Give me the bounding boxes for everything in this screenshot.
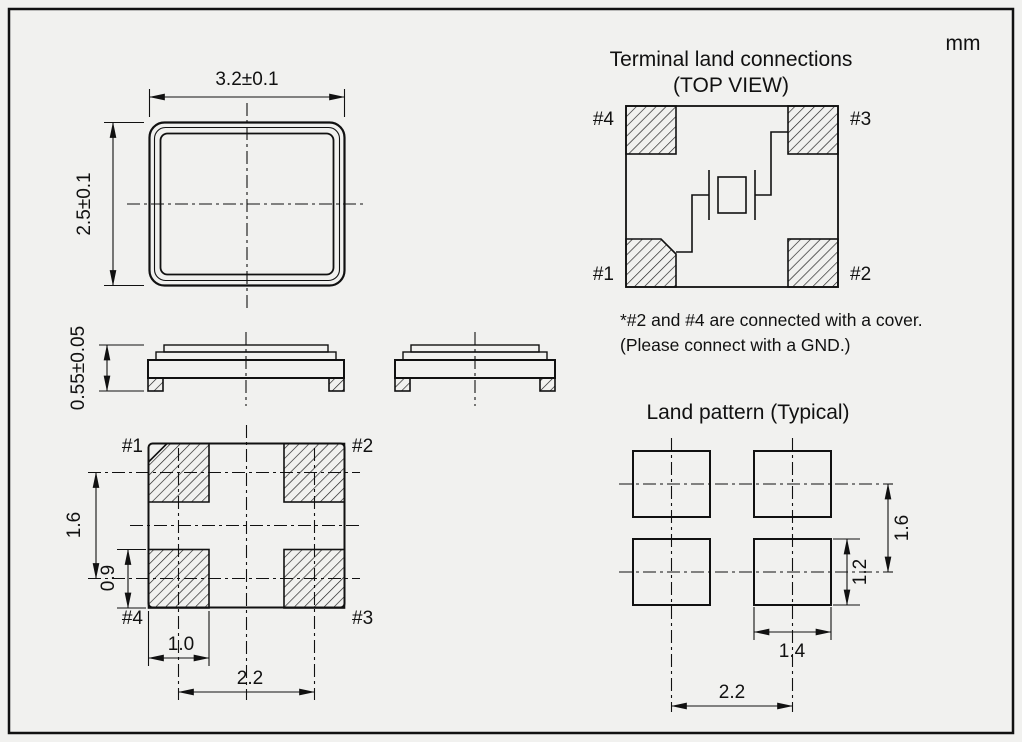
terminal-land-connections: Terminal land connections (TOP VIEW) #4 … <box>593 48 923 355</box>
dim-label-row-pitch: 1.6 <box>892 515 913 541</box>
package-outline-top <box>625 105 839 288</box>
dim-label-pad-width: 1.4 <box>779 641 806 662</box>
package-side-view-end <box>394 332 556 406</box>
crystal-body <box>717 176 747 214</box>
pin-label-2: #2 <box>352 436 373 457</box>
drawing-border <box>7 7 1015 735</box>
side-view-thickness-dim: 0.55±0.05 <box>68 326 144 410</box>
dim-label-thickness: 0.55±0.05 <box>68 326 89 410</box>
package-bottom-view: #1 #2 #4 #3 1.6 0.9 1.0 2.2 <box>64 425 373 700</box>
section-title: Land pattern (Typical) <box>646 401 849 424</box>
cover-note-line1: *#2 and #4 are connected with a cover. <box>620 310 923 330</box>
pin-label-1: #1 <box>593 264 614 285</box>
dim-label-col-pitch: 2.2 <box>719 682 745 703</box>
side-terminal-right <box>328 377 345 392</box>
pin-label-1: #1 <box>122 436 143 457</box>
side-terminal-right <box>539 377 556 392</box>
dim-label-col-pitch: 2.2 <box>237 668 263 689</box>
land-pattern: Land pattern (Typical) 1.6 1.2 1.4 2.2 <box>619 401 913 712</box>
dim-label-pad-width: 1.0 <box>168 634 194 655</box>
cover-note-line2: (Please connect with a GND.) <box>620 335 851 355</box>
section-title: Terminal land connections <box>610 48 853 71</box>
land-1 <box>625 238 677 288</box>
land-2 <box>787 238 839 288</box>
section-subtitle: (TOP VIEW) <box>673 74 789 97</box>
dim-label-height: 2.5±0.1 <box>74 172 95 235</box>
package-top-view: 3.2±0.1 2.5±0.1 <box>74 69 367 309</box>
unit-label: mm <box>946 32 981 55</box>
wire-to-pin3 <box>755 131 788 196</box>
pin-label-3: #3 <box>850 109 871 130</box>
wire-to-pin1 <box>676 194 709 253</box>
pin-label-4: #4 <box>122 608 144 629</box>
dim-label-pad-height: 1.2 <box>850 559 871 585</box>
land-4 <box>625 105 677 155</box>
crystal-symbol <box>676 131 788 253</box>
dim-label-pad-height: 0.9 <box>98 565 119 591</box>
side-terminal-left <box>147 377 164 392</box>
pin-label-2: #2 <box>850 264 871 285</box>
pin-label-4: #4 <box>593 109 615 130</box>
dim-label-width: 3.2±0.1 <box>215 69 278 90</box>
pin-label-3: #3 <box>352 608 373 629</box>
dim-label-row-pitch: 1.6 <box>64 512 85 538</box>
side-terminal-left <box>394 377 411 392</box>
package-side-view-front <box>147 332 345 406</box>
land-3 <box>787 105 839 155</box>
